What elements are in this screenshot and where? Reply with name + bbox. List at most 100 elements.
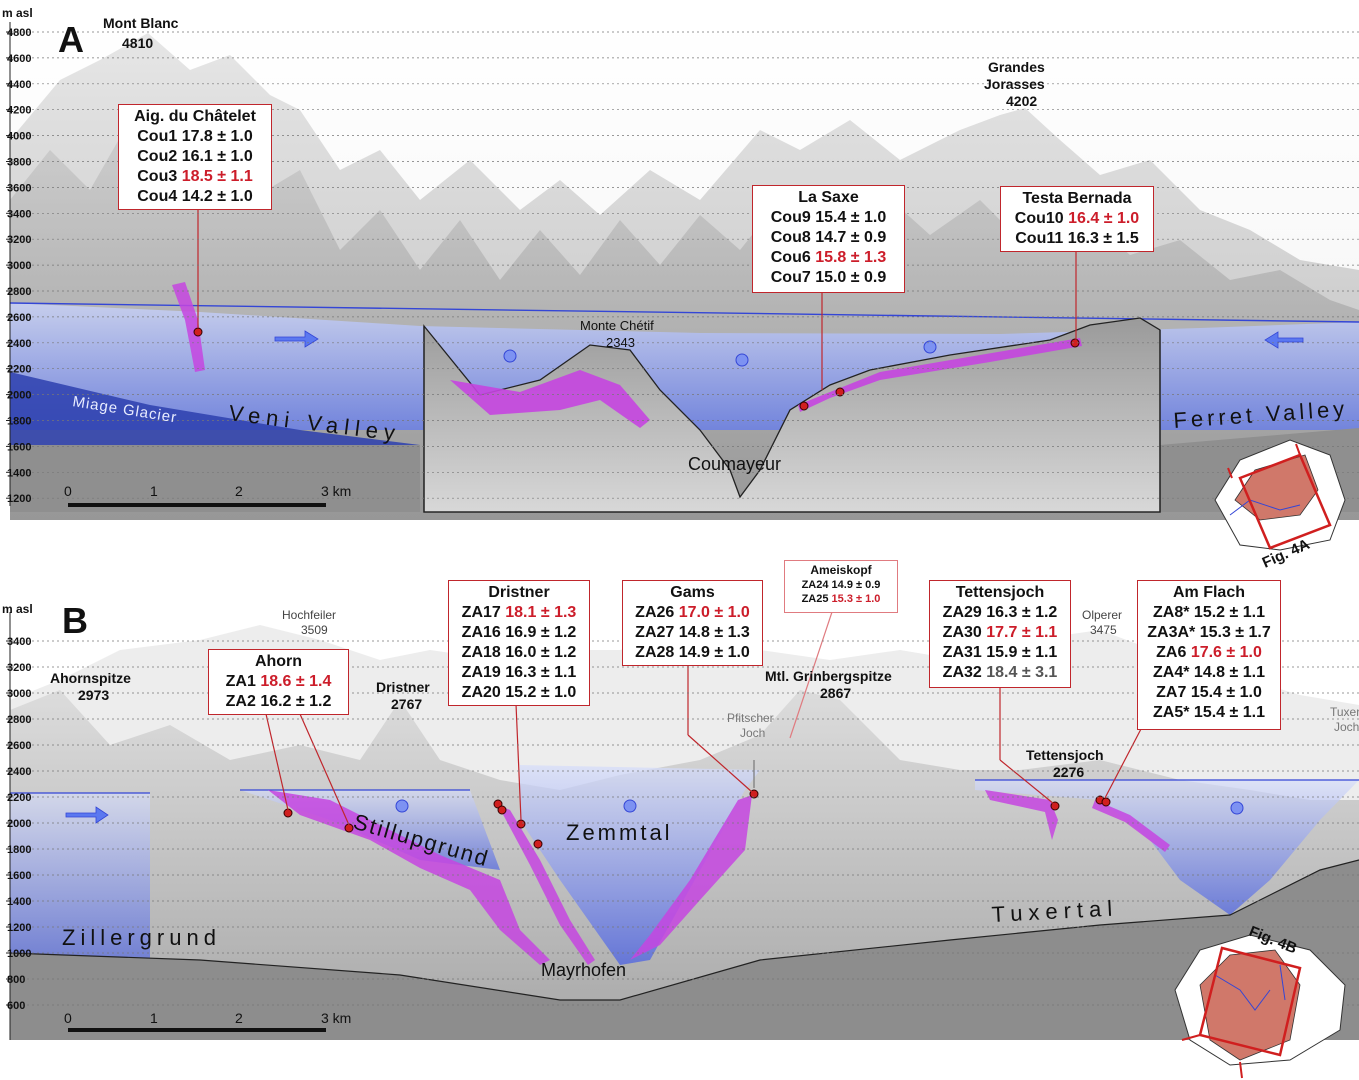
sample-row: ZA8* 15.2 ± 1.1	[1138, 603, 1280, 623]
peak-dristner-name: Dristner	[376, 679, 430, 695]
scale-a-2: 2	[235, 483, 243, 499]
scale-b-1: 1	[150, 1010, 158, 1026]
sample-row: ZA20 15.2 ± 1.0	[449, 683, 589, 703]
y-tick-label: 1800	[7, 416, 31, 428]
sample-age: 15.8 ± 1.3	[815, 249, 887, 266]
y-tick-label: 1000	[7, 948, 31, 960]
sample-row: ZA17 18.1 ± 1.3	[449, 603, 589, 623]
y-tick-label: 4000	[7, 131, 31, 143]
sample-id: Cou7	[770, 269, 811, 286]
sample-id: Cou2	[137, 148, 178, 165]
scale-a-0: 0	[64, 483, 72, 499]
box-title: La Saxe	[798, 189, 859, 206]
sample-id: Cou1	[137, 128, 178, 145]
sample-row: ZA29 16.3 ± 1.2	[930, 603, 1070, 623]
inset-map-a: Fig. 4A	[1214, 439, 1346, 572]
y-tick-label: 2800	[7, 714, 31, 726]
sample-age: 16.9 ± 1.2	[505, 624, 577, 641]
sample-id: ZA31	[942, 644, 982, 661]
y-tick-label: 2000	[7, 818, 31, 830]
peak-monte-chetif-elev: 2343	[606, 335, 635, 350]
peak-grandes-jorasses-elev: 4202	[1006, 93, 1037, 109]
sample-row: ZA27 14.8 ± 1.3	[623, 623, 762, 643]
peak-tettensjoch-elev: 2276	[1053, 764, 1084, 780]
sample-age: 14.9 ± 0.9	[831, 579, 881, 591]
peak-grinbergspitze-elev: 2867	[820, 685, 851, 701]
sample-age: 15.2 ± 1.1	[1193, 604, 1265, 621]
sample-age: 15.3 ± 1.7	[1199, 624, 1271, 641]
sample-age: 17.0 ± 1.0	[678, 604, 750, 621]
scale-a-1: 1	[150, 483, 158, 499]
peak-hochfeiler-elev: 3509	[301, 623, 328, 637]
pass-pfitscher-line1: Pfitscher	[727, 711, 774, 725]
sample-age: 18.6 ± 1.4	[260, 673, 332, 690]
sample-row: ZA3A* 15.3 ± 1.7	[1138, 623, 1280, 643]
sample-age: 16.2 ± 1.2	[260, 693, 332, 710]
sample-age: 15.9 ± 1.1	[986, 644, 1058, 661]
sample-id: Cou4	[137, 188, 178, 205]
sample-age: 17.6 ± 1.0	[1190, 644, 1262, 661]
peak-olperer-name: Olperer	[1082, 608, 1122, 622]
sample-id: Cou9	[770, 209, 811, 226]
sample-id: ZA26	[635, 604, 675, 621]
sample-row: ZA6 17.6 ± 1.0	[1138, 643, 1280, 663]
y-tick-label: 600	[7, 1000, 25, 1012]
y-tick-label: 800	[7, 974, 25, 986]
y-tick-label: 3200	[7, 662, 31, 674]
panel-b-scale-bar: 0 1 2 3 km	[64, 1010, 351, 1032]
sample-age: 15.4 ± 1.1	[1193, 704, 1265, 721]
sample-age: 15.3 ± 1.0	[831, 593, 881, 605]
sample-id: Cou3	[137, 168, 178, 185]
sample-age: 15.4 ± 1.0	[1190, 684, 1262, 701]
y-tick-label: 3000	[7, 260, 31, 272]
peak-tettensjoch-name: Tettensjoch	[1026, 747, 1104, 763]
sample-age: 14.8 ± 1.1	[1193, 664, 1265, 681]
sample-row: ZA30 17.7 ± 1.1	[930, 623, 1070, 643]
y-tick-label: 4400	[7, 79, 31, 91]
sample-row: ZA19 16.3 ± 1.1	[449, 663, 589, 683]
scale-b-3: 3 km	[321, 1010, 351, 1026]
sample-id: ZA20	[461, 684, 501, 701]
sample-row: ZA28 14.9 ± 1.0	[623, 643, 762, 663]
sample-row: ZA5* 15.4 ± 1.1	[1138, 703, 1280, 723]
y-tick-label: 2200	[7, 792, 31, 804]
sample-id: ZA25	[801, 593, 829, 605]
peak-monte-chetif-name: Monte Chétif	[580, 318, 654, 333]
sample-age: 16.0 ± 1.2	[505, 644, 577, 661]
sample-age: 17.7 ± 1.1	[986, 624, 1058, 641]
sample-age: 14.8 ± 1.3	[678, 624, 750, 641]
sample-row: ZA2 16.2 ± 1.2	[209, 692, 348, 712]
sample-id: ZA30	[942, 624, 982, 641]
sample-age: 14.7 ± 0.9	[815, 229, 887, 246]
town-mayrhofen: Mayrhofen	[541, 960, 626, 980]
sample-row: Cou4 14.2 ± 1.0	[119, 187, 271, 207]
y-tick-label: 4600	[7, 53, 31, 65]
sample-age: 15.0 ± 0.9	[815, 269, 887, 286]
sample-row: ZA18 16.0 ± 1.2	[449, 643, 589, 663]
y-tick-label: 2000	[7, 390, 31, 402]
y-tick-label: 4800	[7, 27, 31, 39]
peak-grinbergspitze-name: Mtl. Grinbergspitze	[765, 668, 892, 684]
sample-age: 18.1 ± 1.3	[505, 604, 577, 621]
box-title: Tettensjoch	[955, 584, 1045, 601]
sample-id: ZA4*	[1153, 664, 1190, 681]
peak-mont-blanc-elev: 4810	[122, 35, 153, 51]
sample-row: ZA32 18.4 ± 3.1	[930, 663, 1070, 683]
sample-age: 18.5 ± 1.1	[181, 168, 253, 185]
y-tick-label: 2800	[7, 286, 31, 298]
panel-a-y-ticks: 4800460044004200400038003600340032003000…	[6, 27, 31, 505]
sample-id: ZA28	[635, 644, 675, 661]
panel-a: 4800460044004200400038003600340032003000…	[6, 20, 1359, 520]
scale-b-0: 0	[64, 1010, 72, 1026]
sample-id: ZA6	[1156, 644, 1187, 661]
box-title: Ahorn	[254, 653, 303, 670]
sample-id: ZA29	[942, 604, 982, 621]
y-tick-label: 2400	[7, 766, 31, 778]
y-tick-label: 1600	[7, 870, 31, 882]
panel-a-scale-bar: 0 1 2 3 km	[64, 483, 351, 507]
sample-row: ZA16 16.9 ± 1.2	[449, 623, 589, 643]
